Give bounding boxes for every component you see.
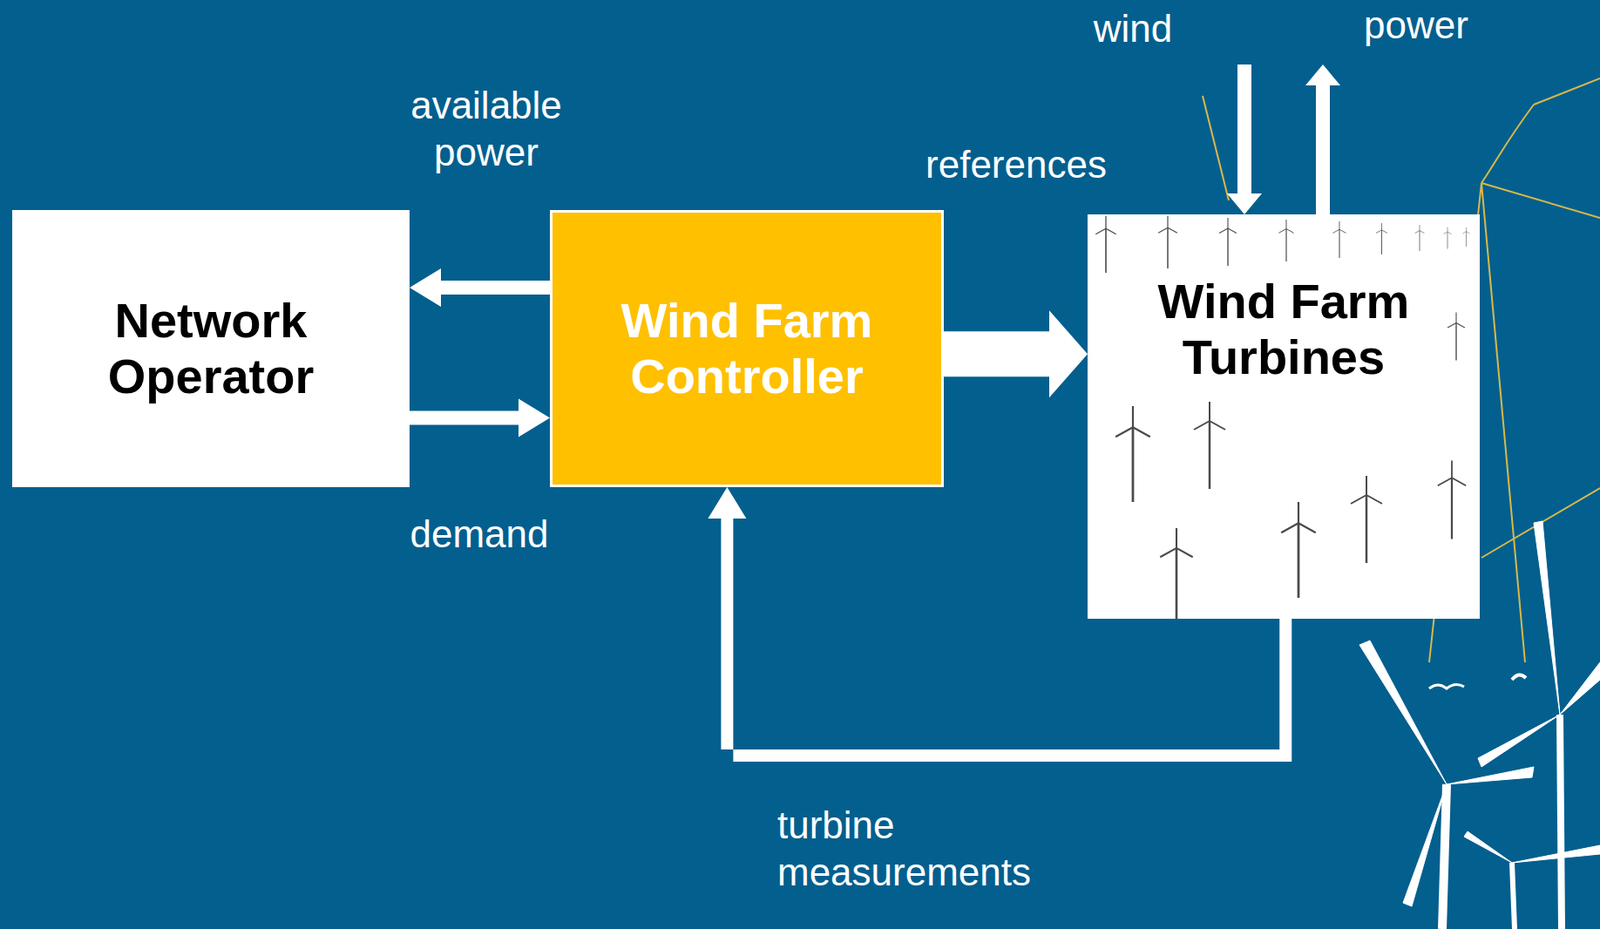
- turbines-box: Wind Farm Turbines: [1087, 214, 1480, 619]
- edge-label: turbine measurements: [777, 801, 1109, 895]
- edge-label: available power: [381, 81, 591, 176]
- connector-arrow: [943, 310, 1088, 398]
- turbine-field-picture: [1095, 216, 1470, 619]
- power-arrow: [1305, 64, 1341, 215]
- feedback-arrow: [707, 487, 1292, 762]
- wind-arrow: [1227, 64, 1262, 215]
- turbines-ground: [1087, 214, 1480, 619]
- flow-label: power: [1328, 1, 1504, 49]
- controller-box: Wind Farm Controller: [549, 210, 944, 488]
- node-title: Wind Farm Turbines: [1135, 273, 1432, 387]
- node-title: Network Operator: [62, 292, 360, 406]
- edge-label: references: [902, 141, 1130, 189]
- connector-arrow: [409, 399, 550, 438]
- connector-arrow: [409, 268, 550, 307]
- operator-box: Network Operator: [12, 210, 410, 488]
- flow-label: wind: [1045, 5, 1221, 53]
- edge-label: demand: [374, 510, 584, 558]
- node-title: Wind Farm Controller: [598, 292, 895, 406]
